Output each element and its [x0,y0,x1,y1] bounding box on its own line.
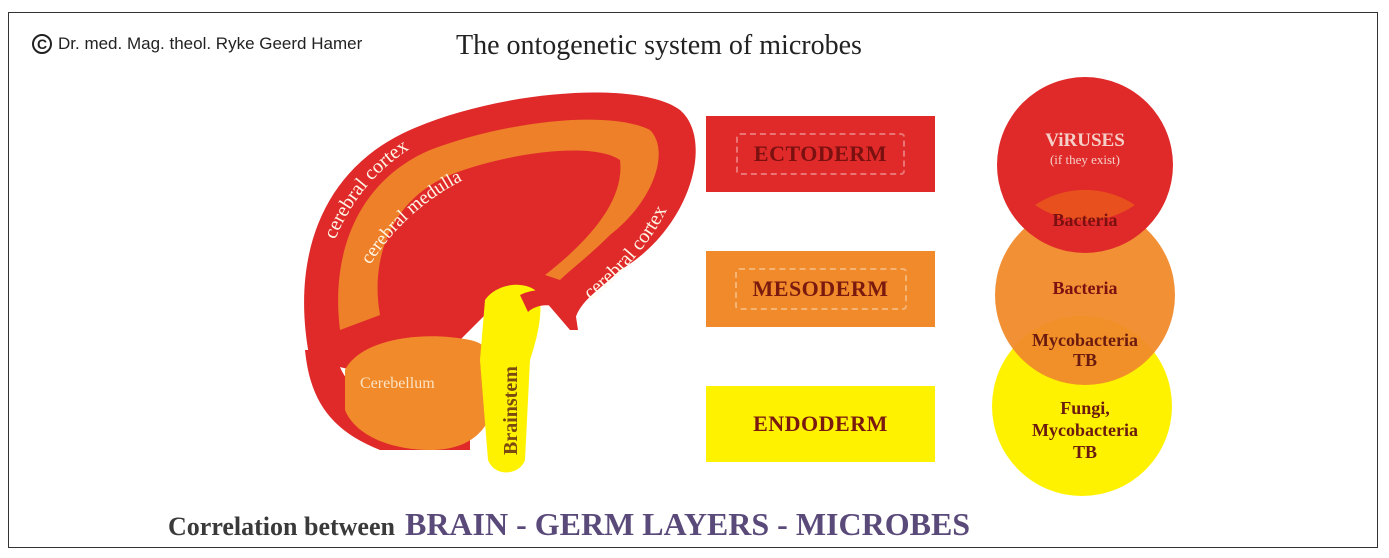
viruses-label: ViRUSES [1020,130,1150,152]
ectoderm-label: ECTODERM [736,133,905,175]
fungi-tb-label: TB [1020,442,1150,463]
fungi-label: Fungi, [1020,398,1150,419]
tb-overlap-label: TB [1020,350,1150,371]
cerebellum-shape [345,336,497,450]
footer-main: BRAIN - GERM LAYERS - MICROBES [405,506,970,542]
viruses-note: (if they exist) [1020,152,1150,168]
ectoderm-box: ECTODERM [706,116,935,192]
cerebellum-label: Cerebellum [360,375,435,392]
bacteria-label: Bacteria [1020,278,1150,299]
mycobacteria-overlap-label: Mycobacteria [1005,330,1165,351]
endoderm-box: ENDODERM [706,386,935,462]
mesoderm-label: MESODERM [735,268,907,310]
footer-caption: Correlation between BRAIN - GERM LAYERS … [168,506,970,543]
bacteria-overlap-label: Bacteria [1020,210,1150,231]
brainstem-label: Brainstem [500,366,522,455]
endoderm-label: ENDODERM [735,403,906,445]
footer-prefix: Correlation between [168,512,395,541]
mesoderm-box: MESODERM [706,251,935,327]
fungi-mycobacteria-label: Mycobacteria [1010,420,1160,441]
